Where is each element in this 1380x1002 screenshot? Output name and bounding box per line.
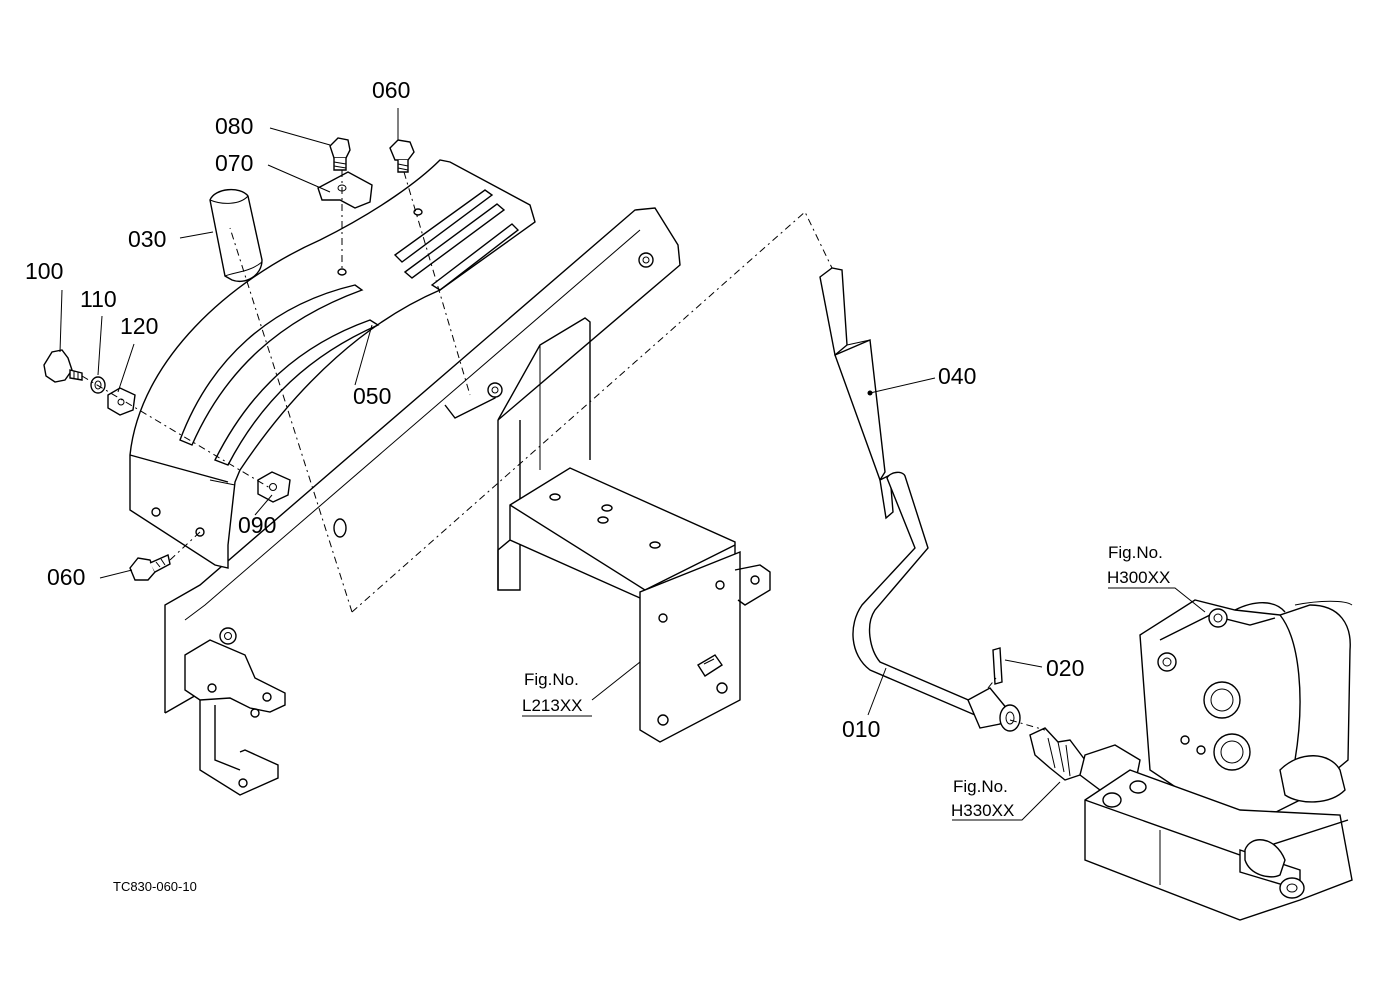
lower-mount-bracket <box>184 627 286 796</box>
part-label-080: 080 <box>215 113 253 139</box>
upper-bracket <box>444 317 591 591</box>
part-label-020: 020 <box>1046 655 1084 681</box>
fig-ref-code-l213: L213XX <box>522 696 583 715</box>
plate-070 <box>317 171 373 209</box>
part-label-070: 070 <box>215 150 253 176</box>
lever-guide <box>129 159 536 569</box>
part-label-040: 040 <box>938 363 976 389</box>
part-label-010: 010 <box>842 716 880 742</box>
lever-rod <box>819 267 1021 732</box>
figure-references: Fig.No. L213XX Fig.No. H300XX Fig.No. H3… <box>522 543 1170 820</box>
step-bracket <box>497 467 771 743</box>
part-label-100: 100 <box>25 258 63 284</box>
part-label-110: 110 <box>80 286 117 312</box>
leader-lines <box>59 108 1206 821</box>
bolt-060-lower <box>129 554 171 581</box>
part-label-030: 030 <box>128 226 166 252</box>
bolt-060-upper <box>389 139 415 173</box>
nut-090 <box>257 471 291 503</box>
part-labels: 060 080 070 030 100 110 120 050 090 060 … <box>25 77 1084 742</box>
part-label-060-upper: 060 <box>372 77 410 103</box>
fig-ref-caption-h330: Fig.No. <box>953 777 1008 796</box>
fig-ref-code-h330: H330XX <box>951 801 1014 820</box>
part-label-050: 050 <box>353 383 391 409</box>
fig-ref-caption-l213: Fig.No. <box>524 670 579 689</box>
part-label-090: 090 <box>238 512 276 538</box>
knob-bolt-100 <box>43 349 83 383</box>
fig-ref-caption-h300: Fig.No. <box>1108 543 1163 562</box>
grip-030 <box>209 189 263 282</box>
part-label-120: 120 <box>120 313 158 339</box>
fig-ref-code-h300: H300XX <box>1107 568 1170 587</box>
nut-120 <box>107 387 136 416</box>
drawing-code: TC830-060-10 <box>113 879 197 894</box>
bolt-080 <box>329 137 351 171</box>
part-label-060-lower: 060 <box>47 564 85 590</box>
valve-body <box>1029 599 1353 921</box>
phantom-lines <box>81 170 1046 731</box>
